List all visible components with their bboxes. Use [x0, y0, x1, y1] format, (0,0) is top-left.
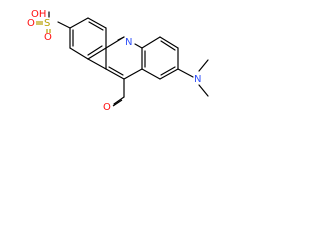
atom-label-oh: OH	[31, 9, 46, 20]
bond	[123, 68, 143, 80]
bond	[69, 47, 89, 60]
bond	[108, 66, 124, 76]
bond	[87, 17, 107, 29]
bond	[69, 17, 89, 29]
atom-label-aldehyde-o: O	[103, 102, 111, 113]
bond	[141, 68, 161, 80]
bond	[177, 68, 194, 78]
bond-lines	[48, 11, 209, 105]
sulfonyl-bonds	[36, 21, 51, 33]
bond	[113, 96, 125, 105]
bond	[159, 68, 179, 80]
bond	[117, 36, 125, 41]
bond	[87, 45, 103, 56]
bond	[160, 40, 176, 51]
atom-label-amine-n: N	[194, 74, 201, 85]
structure-canvas: OH S O O N N O	[0, 0, 258, 127]
bond	[198, 59, 209, 72]
bond	[159, 36, 179, 49]
bond	[198, 84, 209, 97]
bond	[57, 21, 71, 29]
atom-label-s: S	[44, 18, 50, 29]
bond	[160, 66, 176, 76]
bond	[105, 68, 125, 80]
bond	[112, 99, 123, 107]
molecule-diagram: OH S O O N N O	[27, 9, 209, 113]
carbonyl-bond	[112, 99, 123, 107]
atom-label-o: O	[27, 18, 35, 29]
bond	[87, 58, 107, 70]
bond	[134, 43, 143, 49]
bond	[141, 36, 161, 49]
atom-label-o: O	[44, 32, 52, 43]
bond	[87, 47, 107, 60]
atom-label-ring-n: N	[125, 37, 132, 48]
bond	[88, 21, 104, 31]
